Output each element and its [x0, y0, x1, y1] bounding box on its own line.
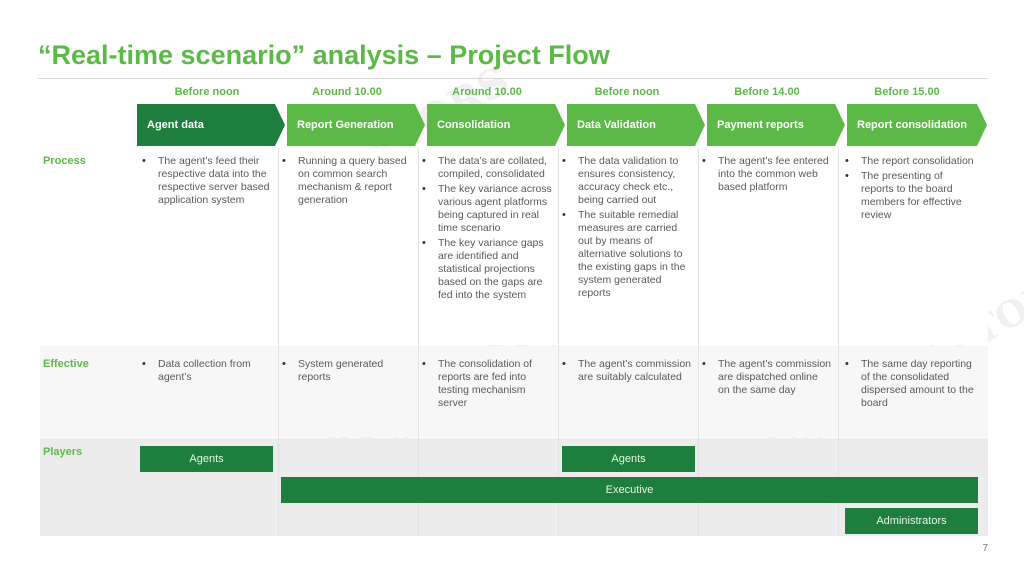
- column-divider: [558, 148, 559, 536]
- page-number: 7: [982, 543, 988, 554]
- effective-cell-payment-reports: The agent’s commission are dispatched on…: [700, 358, 832, 399]
- list-item: The presenting of reports to the board m…: [845, 170, 975, 222]
- player-bar-agents: Agents: [140, 446, 273, 472]
- time-label: Before 15.00: [874, 86, 940, 98]
- list-item: The agent’s feed their respective data i…: [142, 155, 272, 207]
- player-bar-administrators: Administrators: [845, 508, 978, 534]
- time-label: Before noon: [174, 86, 240, 98]
- effective-cell-report-consolidation: The same day reporting of the consolidat…: [843, 358, 975, 412]
- list-item: Data collection from agent’s: [142, 358, 272, 384]
- list-item: The agent’s commission are dispatched on…: [702, 358, 832, 397]
- list-item: The report consolidation: [845, 155, 975, 168]
- process-cell-report-generation: Running a query based on common search m…: [280, 155, 412, 209]
- effective-cell-consolidation: The consolidation of reports are fed int…: [420, 358, 552, 412]
- time-label: Around 10.00: [312, 86, 382, 98]
- column-divider: [418, 148, 419, 536]
- column-divider: [278, 148, 279, 536]
- step-data-validation: Data Validation: [567, 104, 705, 146]
- player-bar-agents: Agents: [562, 446, 695, 472]
- list-item: Running a query based on common search m…: [282, 155, 412, 207]
- column-divider: [838, 148, 839, 536]
- row-label-process: Process: [43, 155, 86, 167]
- step-agent-data: Agent data: [137, 104, 285, 146]
- list-item: The agent’s commission are suitably calc…: [562, 358, 692, 384]
- column-divider: [698, 148, 699, 536]
- process-cell-agent-data: The agent’s feed their respective data i…: [140, 155, 272, 209]
- title-divider: [38, 78, 988, 79]
- row-label-effective: Effective: [43, 358, 89, 370]
- process-cell-data-validation: The data validation to ensures consisten…: [560, 155, 692, 302]
- list-item: The consolidation of reports are fed int…: [422, 358, 552, 410]
- player-bar-executive: Executive: [281, 477, 978, 503]
- page-title: “Real-time scenario” analysis – Project …: [38, 40, 610, 70]
- time-label: Around 10.00: [452, 86, 522, 98]
- process-cell-consolidation: The data’s are collated, compiled, conso…: [420, 155, 552, 304]
- effective-cell-data-validation: The agent’s commission are suitably calc…: [560, 358, 692, 386]
- list-item: The key variance gaps are identified and…: [422, 237, 552, 302]
- list-item: The data’s are collated, compiled, conso…: [422, 155, 552, 181]
- step-payment-reports: Payment reports: [707, 104, 845, 146]
- effective-cell-report-generation: System generated reports: [280, 358, 412, 386]
- list-item: The key variance across various agent pl…: [422, 183, 552, 235]
- step-consolidation: Consolidation: [427, 104, 565, 146]
- time-label: Before noon: [594, 86, 660, 98]
- list-item: The data validation to ensures consisten…: [562, 155, 692, 207]
- process-cell-report-consolidation: The report consolidation The presenting …: [843, 155, 975, 224]
- list-item: System generated reports: [282, 358, 412, 384]
- process-cell-payment-reports: The agent’s fee entered into the common …: [700, 155, 832, 196]
- time-label: Before 14.00: [734, 86, 800, 98]
- list-item: The suitable remedial measures are carri…: [562, 209, 692, 300]
- row-label-players: Players: [43, 446, 83, 458]
- step-report-consolidation: Report consolidation: [847, 104, 987, 146]
- step-report-generation: Report Generation: [287, 104, 425, 146]
- list-item: The same day reporting of the consolidat…: [845, 358, 975, 410]
- effective-cell-agent-data: Data collection from agent’s: [140, 358, 272, 386]
- list-item: The agent’s fee entered into the common …: [702, 155, 832, 194]
